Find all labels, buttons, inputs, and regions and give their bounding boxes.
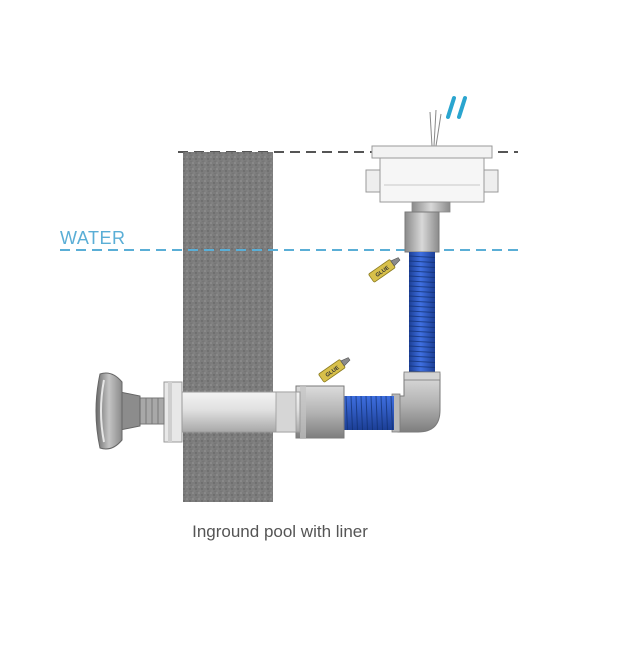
pipe-rib	[408, 325, 436, 328]
pipe-rib	[408, 310, 436, 313]
pipe-rib	[375, 395, 378, 431]
pipe-rib	[385, 395, 388, 431]
pipe-rib	[408, 295, 436, 298]
pipe-rib	[408, 330, 436, 333]
vertical-flex-pipe	[408, 252, 436, 378]
pipe-rib	[408, 260, 436, 263]
diagram-caption: Inground pool with liner	[192, 522, 368, 541]
lamp-connector	[139, 397, 165, 425]
pipe-rib	[355, 395, 358, 431]
water-label: WATER	[60, 228, 126, 248]
pipe-rib	[390, 395, 393, 431]
cable-icon	[446, 96, 467, 119]
pipe-rib	[408, 365, 436, 368]
pipe-rib	[345, 395, 348, 431]
vertical-coupling	[404, 211, 440, 253]
pool-light-icon	[95, 372, 141, 450]
pipe-rib	[360, 395, 363, 431]
pipe-rib	[350, 395, 353, 431]
pool-wall	[183, 152, 273, 502]
horizontal-coupling	[295, 385, 345, 439]
pipe-rib	[408, 360, 436, 363]
junction-box-wires	[429, 109, 442, 147]
wall-pipe	[181, 391, 301, 433]
pipe-rib	[408, 285, 436, 288]
glue-tube-upper: GLUE	[368, 257, 401, 283]
pipe-rib	[365, 395, 368, 431]
pipe-rib	[408, 335, 436, 338]
pipe-rib	[408, 265, 436, 268]
pipe-rib	[408, 340, 436, 343]
junction-box	[365, 145, 499, 213]
pipe-rib	[370, 395, 373, 431]
pipe-rib	[408, 270, 436, 273]
pipe-elbow	[391, 371, 441, 433]
pipe-rib	[408, 350, 436, 353]
pipe-rib	[408, 320, 436, 323]
wall-flange	[163, 381, 183, 443]
horizontal-flex-pipe	[342, 395, 394, 431]
pipe-rib	[408, 315, 436, 318]
pipe-rib	[408, 345, 436, 348]
pipe-rib	[408, 290, 436, 293]
glue-tube-lower: GLUE	[318, 357, 351, 383]
pipe-rib	[408, 300, 436, 303]
pipe-rib	[380, 395, 383, 431]
pipe-rib	[408, 305, 436, 308]
pipe-rib	[408, 275, 436, 278]
pipe-rib	[408, 255, 436, 258]
pipe-rib	[408, 280, 436, 283]
pipe-rib	[408, 355, 436, 358]
